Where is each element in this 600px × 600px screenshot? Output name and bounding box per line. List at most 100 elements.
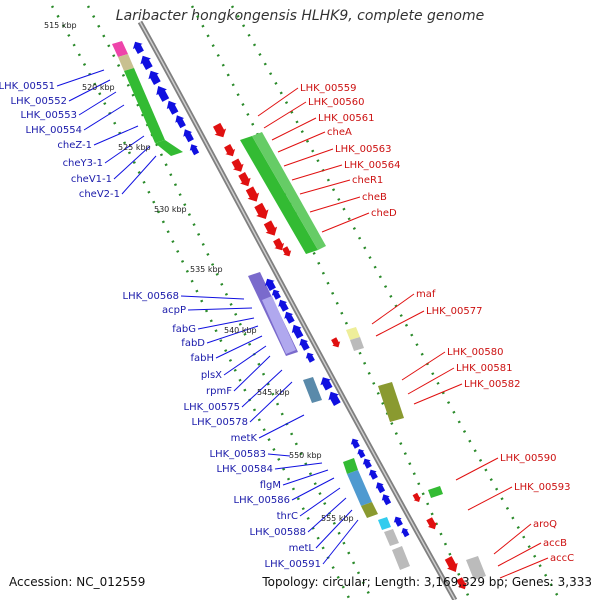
- label-leader-line: [407, 367, 455, 395]
- gene-arrow-plus[interactable]: [282, 246, 292, 257]
- gene-arrow-minus[interactable]: [271, 289, 281, 300]
- gene-arrow-plus[interactable]: [331, 337, 341, 348]
- gene-label[interactable]: LHK_00583: [210, 449, 266, 460]
- gene-label[interactable]: LHK_00582: [464, 379, 520, 390]
- gene-arrow-minus[interactable]: [166, 100, 179, 115]
- gene-arrow-minus[interactable]: [278, 299, 289, 312]
- gene-label[interactable]: LHK_00578: [192, 417, 248, 428]
- gene-label[interactable]: accC: [550, 553, 574, 564]
- cog-band-cyan: [378, 517, 391, 530]
- gene-label[interactable]: LHK_00560: [308, 97, 364, 108]
- cog-band-grey-plus: [350, 337, 364, 351]
- gene-label[interactable]: cheD: [371, 208, 397, 219]
- gene-label[interactable]: rpmF: [206, 386, 232, 397]
- gene-label[interactable]: fabH: [190, 353, 214, 364]
- gene-label[interactable]: cheY3-1: [63, 158, 103, 169]
- gene-arrow-minus[interactable]: [350, 438, 360, 449]
- gene-arrow-plus[interactable]: [254, 202, 269, 219]
- gene-label[interactable]: LHK_00588: [250, 527, 306, 538]
- cog-band-olive-plus: [378, 382, 404, 422]
- gene-label[interactable]: LHK_00551: [0, 81, 55, 92]
- gene-label[interactable]: cheV1-1: [71, 174, 112, 185]
- gene-arrow-plus[interactable]: [444, 556, 458, 572]
- gene-label[interactable]: flgM: [260, 480, 281, 491]
- gene-label[interactable]: LHK_00584: [217, 464, 273, 475]
- gene-label[interactable]: cheV2-1: [79, 189, 120, 200]
- gene-arrow-plus[interactable]: [213, 122, 227, 138]
- gene-label[interactable]: cheA: [327, 127, 352, 138]
- gene-arrow-minus[interactable]: [148, 70, 161, 85]
- gene-label[interactable]: LHK_00593: [514, 482, 570, 493]
- gene-label[interactable]: fabD: [181, 338, 205, 349]
- gene-arrow-minus[interactable]: [284, 311, 295, 324]
- gene-label[interactable]: maf: [416, 289, 436, 300]
- gene-label[interactable]: acpP: [162, 305, 186, 316]
- gene-arrow-plus[interactable]: [231, 158, 244, 172]
- gene-arrow-minus[interactable]: [381, 494, 392, 506]
- gene-arrow-plus[interactable]: [263, 220, 278, 236]
- cog-band-yellow: [346, 327, 360, 340]
- gene-label[interactable]: LHK_00568: [123, 291, 179, 302]
- gene-label[interactable]: plsX: [201, 370, 222, 381]
- gene-arrow-minus[interactable]: [183, 129, 194, 143]
- gene-label[interactable]: cheB: [362, 192, 387, 203]
- scale-label: 515 kbp: [44, 21, 77, 30]
- gene-arrow-minus[interactable]: [299, 338, 310, 351]
- gene-arrow-minus[interactable]: [401, 528, 410, 538]
- gene-label[interactable]: metL: [289, 543, 315, 554]
- gene-label[interactable]: LHK_00581: [456, 363, 512, 374]
- gene-arrow-minus[interactable]: [189, 144, 200, 156]
- label-leader-line: [83, 104, 125, 131]
- gene-arrow-minus[interactable]: [305, 352, 315, 363]
- gene-arrow-minus[interactable]: [156, 86, 170, 102]
- gene-arrow-plus[interactable]: [273, 238, 285, 251]
- label-leader-line: [257, 87, 299, 117]
- gene-label[interactable]: LHK_00575: [184, 402, 240, 413]
- gene-label[interactable]: LHK_00563: [335, 144, 391, 155]
- gene-label[interactable]: LHK_00561: [318, 113, 374, 124]
- gene-arrow-plus[interactable]: [238, 172, 251, 187]
- gene-arrow-plus[interactable]: [245, 186, 260, 202]
- gene-label[interactable]: fabG: [172, 324, 196, 335]
- gene-arrow-plus[interactable]: [456, 577, 467, 590]
- label-leader-line: [401, 351, 446, 381]
- gene-label[interactable]: aroQ: [533, 519, 557, 530]
- gene-label[interactable]: LHK_00591: [265, 559, 321, 570]
- gene-label[interactable]: LHK_00553: [21, 110, 77, 121]
- gene-label[interactable]: cheZ-1: [57, 140, 92, 151]
- gene-arrow-minus[interactable]: [291, 324, 304, 339]
- gene-label[interactable]: accB: [543, 538, 567, 549]
- gene-label[interactable]: thrC: [277, 511, 298, 522]
- gene-label[interactable]: LHK_00564: [344, 160, 400, 171]
- gene-label[interactable]: LHK_00577: [426, 306, 482, 317]
- tick-rings: [50, 5, 562, 600]
- label-leader-line: [258, 414, 305, 439]
- gene-label[interactable]: LHK_00554: [26, 125, 82, 136]
- gene-arrow-plus[interactable]: [224, 144, 236, 157]
- gene-arrow-plus[interactable]: [412, 492, 421, 502]
- gene-label[interactable]: cheR1: [352, 175, 383, 186]
- label-leader-line: [307, 497, 347, 533]
- label-leader-line: [493, 523, 532, 555]
- gene-arrow-minus[interactable]: [264, 278, 276, 291]
- gene-label[interactable]: LHK_00559: [300, 83, 356, 94]
- gene-arrow-minus[interactable]: [140, 55, 153, 70]
- ring-inner-outer: [50, 5, 352, 600]
- gene-label[interactable]: metK: [231, 433, 258, 444]
- gene-arrow-plus[interactable]: [426, 517, 437, 530]
- gene-label[interactable]: LHK_00586: [234, 495, 290, 506]
- gene-arrow-minus[interactable]: [175, 115, 186, 129]
- label-leader-line: [321, 212, 370, 233]
- gene-arrow-minus[interactable]: [132, 41, 144, 54]
- gene-arrow-minus[interactable]: [375, 482, 386, 494]
- gene-label[interactable]: LHK_00580: [447, 347, 503, 358]
- gene-arrow-minus[interactable]: [328, 391, 341, 406]
- gene-label[interactable]: LHK_00590: [500, 453, 556, 464]
- label-leader-line: [499, 557, 549, 579]
- gene-arrow-minus[interactable]: [320, 377, 333, 391]
- gene-arrow-minus[interactable]: [362, 458, 372, 469]
- gene-arrow-minus[interactable]: [368, 469, 378, 480]
- gene-arrow-minus[interactable]: [393, 516, 403, 527]
- gene-arrow-minus[interactable]: [357, 449, 366, 459]
- gene-label[interactable]: LHK_00552: [11, 96, 67, 107]
